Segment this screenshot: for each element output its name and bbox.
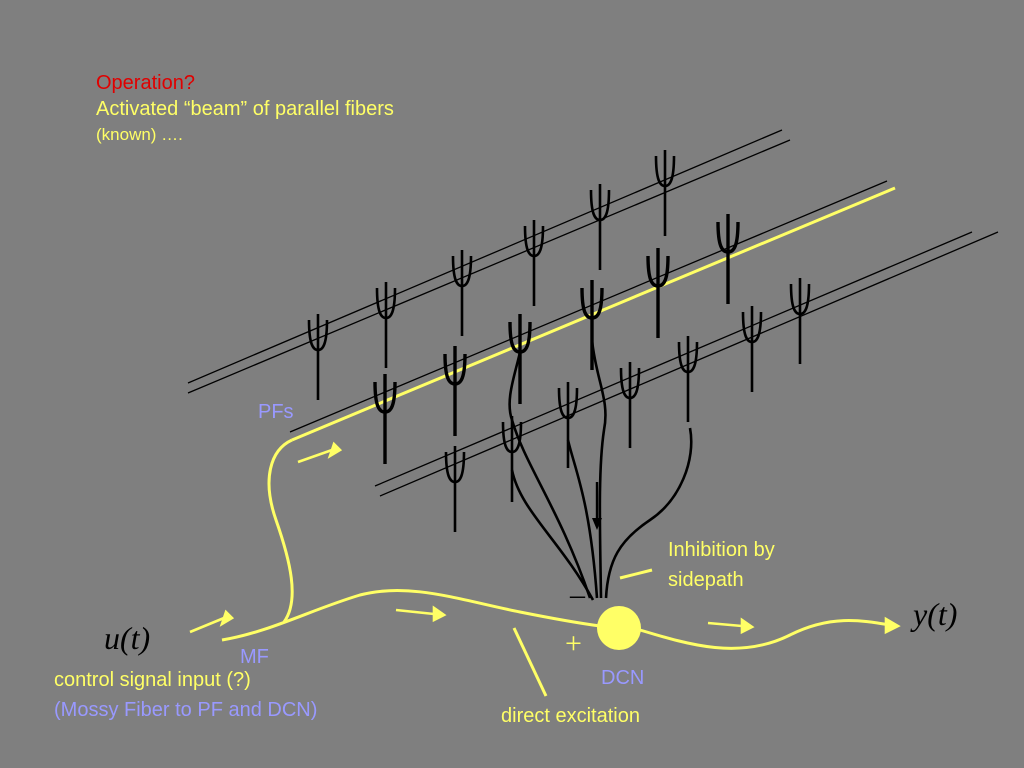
parallel-fibers-middle: [289, 180, 888, 433]
title-subtitle: Activated “beam” of parallel fibers: [96, 98, 394, 120]
title-question: Operation?: [96, 72, 195, 94]
parallel-fibers-front: [374, 231, 999, 497]
plus-sign: +: [565, 627, 582, 660]
output-signal-label: y(t): [913, 596, 958, 632]
control-signal-label: control signal input (?): [54, 669, 251, 691]
input-signal-label: u(t): [104, 620, 151, 656]
purkinje-cells: [307, 148, 811, 534]
mossy-fiber-label: (Mossy Fiber to PF and DCN): [54, 699, 318, 721]
title-note: (known) ….: [96, 125, 183, 144]
signal-arrows: [189, 441, 901, 635]
parallel-fibers-back: [187, 129, 791, 394]
down-arrow-icon: [592, 482, 602, 530]
pointer-lines: [512, 568, 653, 697]
dcn-label: DCN: [601, 667, 645, 689]
mossy-fiber: [221, 438, 891, 650]
mf-label: MF: [240, 646, 269, 668]
minus-sign: –: [570, 578, 585, 611]
pfs-label: PFs: [258, 401, 294, 423]
purkinje-axons: [508, 339, 693, 601]
title-block: Operation? Activated “beam” of parallel …: [96, 70, 394, 148]
direct-excitation-label: direct excitation: [501, 705, 640, 727]
inhibition-label: Inhibition by sidepath: [668, 538, 775, 592]
dcn-node: [597, 606, 641, 650]
inhibition-label-line2: sidepath: [668, 569, 744, 591]
inhibition-label-line1: Inhibition by: [668, 539, 775, 561]
